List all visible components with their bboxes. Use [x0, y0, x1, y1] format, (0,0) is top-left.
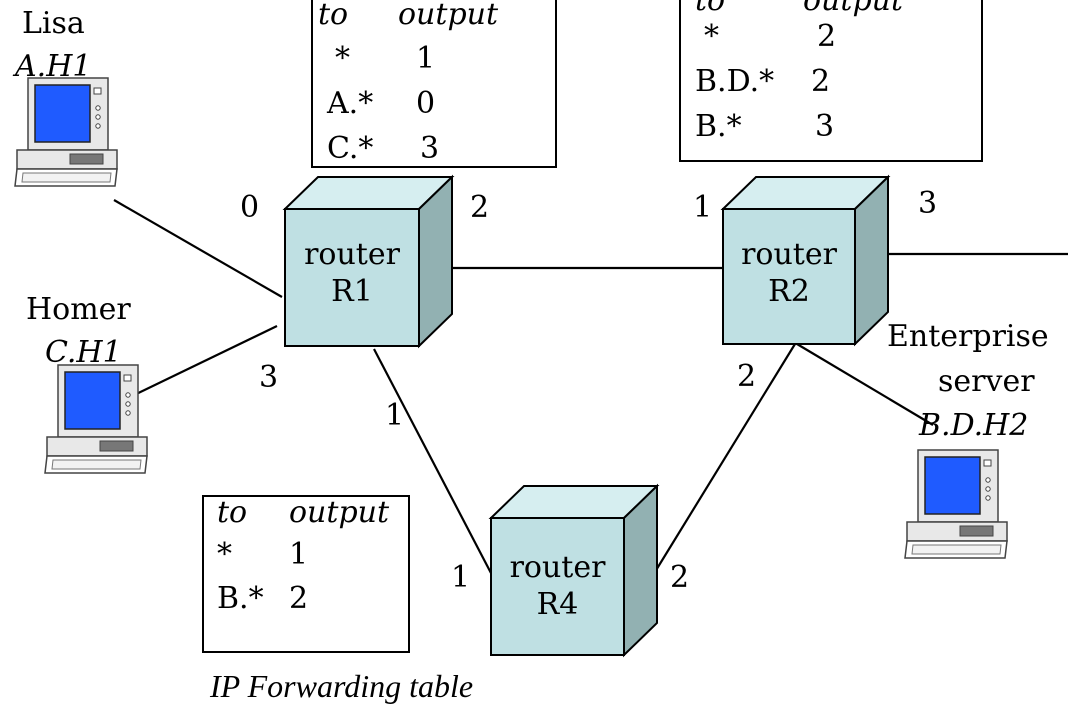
table-r4-row1-out: 1	[289, 537, 309, 572]
table-r1-header-output: output	[398, 0, 499, 32]
table-r1-row1-to: *	[335, 41, 350, 76]
router-r2-cube	[720, 174, 891, 347]
table-r1-row2-out: 0	[416, 86, 436, 121]
forwarding-table-r4: to output * 1 B.* 2	[202, 495, 410, 653]
router-r4-cube	[488, 483, 660, 658]
port-r1-3: 3	[259, 360, 279, 395]
router-r4-label: router R4	[491, 550, 624, 623]
port-r1-2: 2	[470, 190, 490, 225]
homer-computer-icon	[44, 364, 148, 474]
router-r1-type: router	[304, 237, 400, 272]
table-r4-row1-to: *	[217, 537, 232, 572]
homer-address: C.H1	[45, 335, 122, 370]
lisa-computer-icon	[14, 77, 118, 187]
port-r2-1: 1	[693, 190, 713, 225]
forwarding-table-r2: to output * 2 B.D.* 2 B.* 3	[679, 0, 983, 162]
table-r1-row3-to: C.*	[327, 131, 374, 166]
table-r2-row1-to: *	[704, 19, 719, 54]
router-r2-label: router R2	[723, 237, 855, 310]
link-homer-r1	[127, 325, 278, 399]
router-r4-type: router	[509, 550, 606, 585]
lisa-name: Lisa	[22, 6, 85, 41]
server-address: B.D.H2	[919, 408, 1029, 443]
homer-name: Homer	[26, 292, 131, 327]
router-r1-name: R1	[331, 273, 373, 309]
router-r1-label: router R1	[285, 237, 419, 310]
port-r2-2: 2	[737, 359, 757, 394]
server-computer-icon	[904, 449, 1008, 559]
table-r2-row2-to: B.D.*	[695, 64, 775, 99]
table-r4-row2-out: 2	[289, 581, 309, 616]
port-r1-1: 1	[385, 398, 405, 433]
caption: IP Forwarding table	[210, 668, 474, 704]
link-r2-server	[796, 343, 934, 426]
table-r4-header-to: to	[217, 495, 248, 530]
table-r2-row3-out: 3	[815, 109, 835, 144]
router-r2-name: R2	[768, 273, 810, 309]
table-r2-row1-out: 2	[817, 19, 837, 54]
table-r2-header-to: to	[695, 0, 726, 18]
lisa-address: A.H1	[15, 49, 92, 84]
port-r1-0: 0	[240, 190, 260, 225]
table-r4-row2-to: B.*	[217, 581, 264, 616]
link-r1-r4	[373, 348, 493, 576]
table-r1-row3-out: 3	[420, 131, 440, 166]
port-r4-2: 2	[670, 560, 690, 595]
port-r2-3: 3	[918, 186, 938, 221]
link-r2-r4	[649, 343, 796, 581]
server-name-line2: server	[938, 364, 1035, 399]
table-r2-row2-out: 2	[811, 64, 831, 99]
table-r4-header-output: output	[289, 495, 390, 530]
table-r1-header-to: to	[318, 0, 349, 32]
server-name-line1: Enterprise	[887, 319, 1049, 354]
router-r4-name: R4	[536, 586, 579, 622]
router-r2-type: router	[741, 237, 837, 272]
forwarding-table-r1: to output * 1 A.* 0 C.* 3	[311, 0, 557, 168]
router-r1-cube	[282, 174, 455, 349]
table-r1-row1-out: 1	[416, 41, 436, 76]
port-r4-1: 1	[451, 560, 471, 595]
table-r2-header-output: output	[803, 0, 904, 18]
link-lisa-r1	[113, 199, 283, 298]
table-r2-row3-to: B.*	[695, 109, 742, 144]
table-r1-row2-to: A.*	[327, 86, 374, 121]
